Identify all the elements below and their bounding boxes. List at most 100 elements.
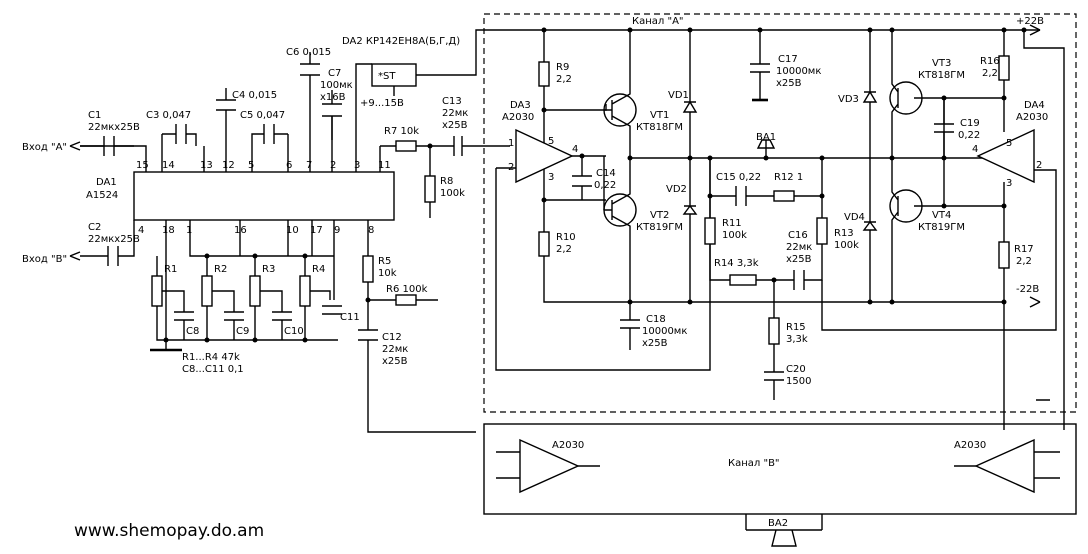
c14-label: C14 xyxy=(596,168,616,179)
c14-value: 0,22 xyxy=(594,180,616,191)
pin-label: 3 xyxy=(548,172,554,183)
c19-value: 0,22 xyxy=(958,130,980,141)
ba1-label: BA1 xyxy=(756,132,776,143)
r5-label: R5 xyxy=(378,256,391,267)
input-b-label: Вход "В" xyxy=(22,254,67,265)
c20-value: 1500 xyxy=(786,376,811,387)
pin-label: 12 xyxy=(222,160,235,171)
c16-value2: х25В xyxy=(786,254,812,265)
pin-label: 4 xyxy=(572,144,578,155)
da3-label: DA3 xyxy=(510,100,531,111)
c13-value: 22мк xyxy=(442,108,468,119)
c2-label: C2 xyxy=(88,222,101,233)
channel-b-amp-left xyxy=(519,438,580,494)
b-amp1-label: A2030 xyxy=(552,440,584,451)
pin-label: 18 xyxy=(162,225,175,236)
c12-label: C12 xyxy=(382,332,402,343)
pin-label: 7 xyxy=(306,160,312,171)
c9-label: C9 xyxy=(236,326,249,337)
c1-value: 22мкх25В xyxy=(88,122,140,133)
pin-label: 4 xyxy=(138,225,144,236)
da4-label: DA4 xyxy=(1024,100,1045,111)
da2-label: DA2 КР142ЕН8А(Б,Г,Д) xyxy=(342,36,460,47)
c7-value: 100мк xyxy=(320,80,353,91)
r3-label: R3 xyxy=(262,264,275,275)
c11-label: C11 xyxy=(340,312,360,323)
r5-value: 10k xyxy=(378,268,397,279)
pin-label: 14 xyxy=(162,160,175,171)
r6-label: R6 100k xyxy=(386,284,428,295)
pin-label: 2 xyxy=(1036,160,1042,171)
r16-value: 2,2 xyxy=(982,68,998,79)
pin-label: 3 xyxy=(1006,178,1012,189)
c13-label: C13 xyxy=(442,96,462,107)
pin-label: 11 xyxy=(378,160,391,171)
da1-name: DA1 xyxy=(96,177,117,188)
r17-value: 2,2 xyxy=(1016,256,1032,267)
vd2-label: VD2 xyxy=(666,184,687,195)
c12-value2: х25В xyxy=(382,356,408,367)
r13-label: R13 xyxy=(834,228,854,239)
r10-label: R10 xyxy=(556,232,576,243)
pin-label: 13 xyxy=(200,160,213,171)
c19-label: C19 xyxy=(960,118,980,129)
vd3-label: VD3 xyxy=(838,94,859,105)
c1-label: C1 xyxy=(88,110,101,121)
channel-a-box xyxy=(483,13,1077,413)
r14-label: R14 3,3k xyxy=(714,258,759,269)
vt2-label: VT2 xyxy=(650,210,669,221)
r8-label: R8 xyxy=(440,176,453,187)
r9-value: 2,2 xyxy=(556,74,572,85)
channel-b-box xyxy=(483,423,1077,515)
c18-value2: х25В xyxy=(642,338,668,349)
c16-value: 22мк xyxy=(786,242,812,253)
r12-label: R12 1 xyxy=(774,172,803,183)
r11-label: R11 xyxy=(722,218,742,229)
minus22-label: -22В xyxy=(1016,284,1039,295)
da4-amplifier xyxy=(976,128,1035,184)
c17-label: C17 xyxy=(778,54,798,65)
c2-value: 22мкх25В xyxy=(88,234,140,245)
pin-label: 6 xyxy=(286,160,292,171)
supply-range: +9...15В xyxy=(360,98,404,109)
website-label: www.shemopay.do.am xyxy=(74,521,264,541)
pin-label: 8 xyxy=(368,225,374,236)
c18-value: 10000мк xyxy=(642,326,687,337)
vt3-type: КТ818ГМ xyxy=(918,70,965,81)
pin-label: 10 xyxy=(286,225,299,236)
r9-label: R9 xyxy=(556,62,569,73)
r2-label: R2 xyxy=(214,264,227,275)
pin-label: 1 xyxy=(186,225,192,236)
da1-type: A1524 xyxy=(86,190,118,201)
c10-label: C10 xyxy=(284,326,304,337)
c18-label: C18 xyxy=(646,314,666,325)
r8-value: 100k xyxy=(440,188,465,199)
pin-label: 17 xyxy=(310,225,323,236)
c3-label: C3 0,047 xyxy=(146,110,191,121)
vd1-label: VD1 xyxy=(668,90,689,101)
vt3-label: VT3 xyxy=(932,58,951,69)
b-amp2-label: A2030 xyxy=(954,440,986,451)
channel-b-amp-right xyxy=(974,438,1035,494)
c7-label: C7 xyxy=(328,68,341,79)
c12-value: 22мк xyxy=(382,344,408,355)
r7-label: R7 10k xyxy=(384,126,419,137)
pin-label: 5 xyxy=(1006,138,1012,149)
c8-label: C8 xyxy=(186,326,199,337)
r15-label: R15 xyxy=(786,322,806,333)
pin-label: 5 xyxy=(548,136,554,147)
c15-label: C15 0,22 xyxy=(716,172,761,183)
ba2-label: BA2 xyxy=(768,518,788,529)
vt1-label: VT1 xyxy=(650,110,669,121)
pin-label: 3 xyxy=(354,160,360,171)
vt4-label: VT4 xyxy=(932,210,951,221)
st-label: *ST xyxy=(378,71,396,82)
r16-label: R16 xyxy=(980,56,1000,67)
input-a-label: Вход "А" xyxy=(22,142,67,153)
pin-label: 5 xyxy=(248,160,254,171)
vt1-type: КТ818ГМ xyxy=(636,122,683,133)
note-r1-r4: R1...R4 47k xyxy=(182,352,240,363)
pin-label: 9 xyxy=(334,225,340,236)
junction-dots xyxy=(163,27,1027,343)
